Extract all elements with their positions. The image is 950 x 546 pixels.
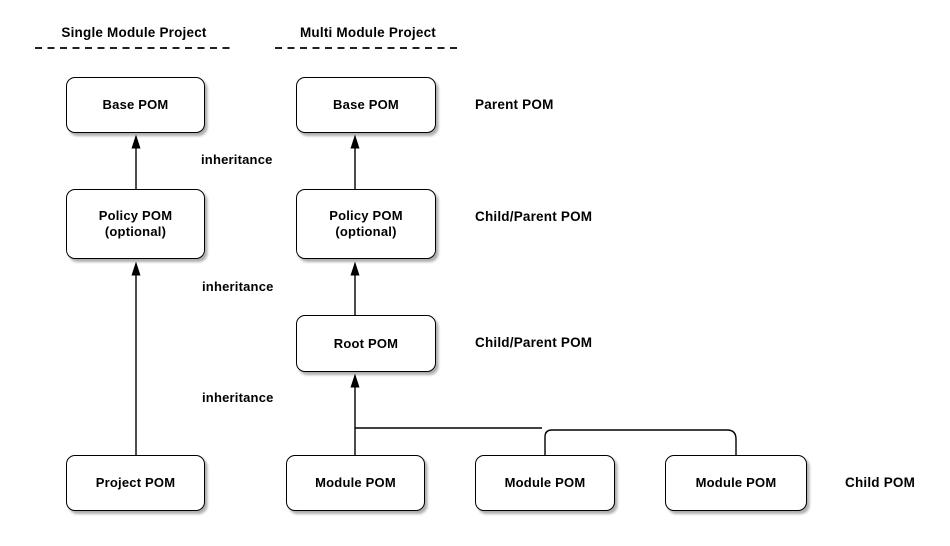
edge-label-inheritance-3: inheritance	[202, 390, 274, 405]
box-module-pom-2: Module POM	[475, 455, 615, 511]
box-module-pom-2-label: Module POM	[504, 475, 586, 490]
box-multi-root-pom-label: Root POM	[333, 335, 399, 351]
role-label-child-parent-pom-2: Child/Parent POM	[475, 335, 593, 350]
box-module-pom-3: Module POM	[665, 455, 807, 511]
arrow-multi-module-to-root	[350, 373, 360, 455]
arrow-multi-policy-to-base	[350, 134, 360, 189]
box-single-policy-pom-sublabel: (optional)	[104, 224, 167, 239]
box-single-project-pom: Project POM	[66, 455, 205, 511]
box-multi-policy-pom-sublabel: (optional)	[335, 224, 397, 239]
role-label-child-parent-pom-1: Child/Parent POM	[475, 209, 593, 224]
arrow-multi-root-to-policy	[350, 261, 360, 315]
header-single-module-project: Single Module Project	[61, 25, 207, 40]
edge-label-inheritance-2: inheritance	[202, 279, 274, 294]
box-multi-root-pom: Root POM	[296, 315, 436, 372]
box-multi-base-pom: Base POM	[296, 77, 436, 133]
role-label-child-pom: Child POM	[845, 475, 916, 490]
role-label-parent-pom: Parent POM	[475, 97, 554, 112]
box-multi-policy-pom: Policy POM (optional)	[296, 189, 436, 259]
box-multi-policy-pom-label: Policy POM	[329, 208, 403, 223]
box-single-base-pom-label: Base POM	[102, 97, 169, 112]
box-single-project-pom-label: Project POM	[95, 475, 176, 490]
box-multi-base-pom-label: Base POM	[333, 97, 399, 112]
box-single-policy-pom: Policy POM (optional)	[66, 189, 205, 259]
edge-label-inheritance-1: inheritance	[201, 152, 273, 167]
arrow-single-policy-to-base	[131, 134, 141, 189]
box-module-pom-1-label: Module POM	[315, 475, 396, 490]
box-module-pom-3-label: Module POM	[695, 475, 777, 490]
header-multi-module-project: Multi Module Project	[299, 25, 436, 40]
connector-module2-module3	[544, 429, 737, 455]
arrow-single-project-to-policy	[131, 261, 141, 455]
box-single-policy-pom-label: Policy POM	[98, 208, 173, 223]
box-module-pom-1: Module POM	[286, 455, 425, 511]
box-single-base-pom: Base POM	[66, 77, 205, 133]
